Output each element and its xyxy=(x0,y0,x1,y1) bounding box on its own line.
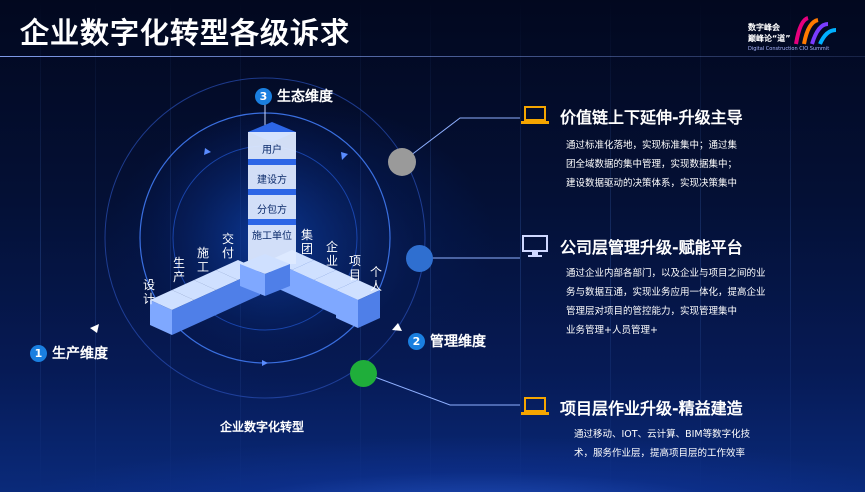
item-line: 通过标准化落地，实现标准集中；通过集 xyxy=(566,140,738,151)
item-project-operation: 项目层作业升级-精益建造 通过移动、IOT、云计算、BIM等数字化技 术，服务作… xyxy=(520,395,750,463)
title-divider xyxy=(0,56,865,57)
center-label: 企业数字化转型 xyxy=(220,420,305,434)
dimension-label: 生态维度 xyxy=(277,89,333,105)
stack-label: 分包方 xyxy=(257,205,287,216)
left-arm-label: 施工 xyxy=(196,246,209,274)
item-line: 业务管理+人员管理+ xyxy=(566,325,658,336)
left-arm-label: 设计 xyxy=(142,278,155,306)
green-dot xyxy=(350,360,377,387)
right-arm-label: 集团 xyxy=(300,228,313,256)
item-line: 管理层对项目的管控能力，实现管理集中 xyxy=(566,306,738,317)
item-company-management: 公司层管理升级-赋能平台 通过企业内部各部门，以及企业与项目之间的业 务与数据互… xyxy=(520,234,766,340)
right-arm-label: 个人 xyxy=(369,265,382,293)
item-line: 建设数据驱动的决策体系，实现决策集中 xyxy=(566,178,738,189)
left-arm-label: 生产 xyxy=(172,256,185,284)
item-line: 通过移动、IOT、云计算、BIM等数字化技 xyxy=(574,429,751,440)
logo-line-3: Digital Construction CIO Summit xyxy=(748,46,830,52)
right-arm-label: 企业 xyxy=(325,240,338,268)
left-arm-label: 交付 xyxy=(221,232,234,260)
item-title: 公司层管理升级-赋能平台 xyxy=(560,238,743,257)
logo-line-1: 数字峰会 xyxy=(748,23,780,32)
dimension-label: 生产维度 xyxy=(52,346,108,362)
dimension-label: 管理维度 xyxy=(430,334,486,350)
summit-logo: 数字峰会 巅峰论“道” Digital Construction CIO Sum… xyxy=(748,14,848,58)
logo-line-2: 巅峰论“道” xyxy=(748,34,791,43)
laptop-icon xyxy=(521,397,549,415)
item-value-chain: 价值链上下延伸-升级主导 通过标准化落地，实现标准集中；通过集 团全域数据的集中… xyxy=(520,104,743,193)
dimension-production: 1 生产维度 xyxy=(30,343,108,363)
item-line: 务与数据互通，实现业务应用一体化，提高企业 xyxy=(566,287,766,298)
item-line: 团全域数据的集中管理，实现数据集中； xyxy=(566,159,738,170)
dimension-number: 1 xyxy=(30,344,47,362)
item-title: 价值链上下延伸-升级主导 xyxy=(560,108,743,127)
dimension-number: 3 xyxy=(255,87,272,105)
right-arm-label: 项目 xyxy=(348,254,361,282)
laptop-icon xyxy=(521,106,549,124)
stack-label: 用户 xyxy=(262,145,282,156)
item-line: 术，服务作业层，提高项目层的工作效率 xyxy=(574,448,746,459)
page-title: 企业数字化转型各级诉求 xyxy=(20,16,351,50)
logo-mark-icon xyxy=(794,16,837,45)
dimension-ecology: 3 生态维度 xyxy=(255,86,333,106)
dimension-number: 2 xyxy=(408,332,425,350)
center-stack-cubes xyxy=(240,122,296,296)
item-line: 通过企业内部各部门，以及企业与项目之间的业 xyxy=(566,268,766,279)
dimension-management: 2 管理维度 xyxy=(408,331,486,351)
stack-label: 施工单位 xyxy=(252,231,292,242)
left-arm-cubes xyxy=(150,260,260,335)
gray-dot xyxy=(388,148,416,176)
diagram: 3 生态维度 1 生产维度 2 管理维度 设计 生产 施工 交付 集团 企业 项… xyxy=(0,60,500,460)
stack-label: 建设方 xyxy=(257,175,287,186)
diagram-rings xyxy=(90,77,426,399)
item-title: 项目层作业升级-精益建造 xyxy=(560,399,743,418)
monitor-icon xyxy=(522,235,548,257)
blue-dot xyxy=(406,245,433,272)
